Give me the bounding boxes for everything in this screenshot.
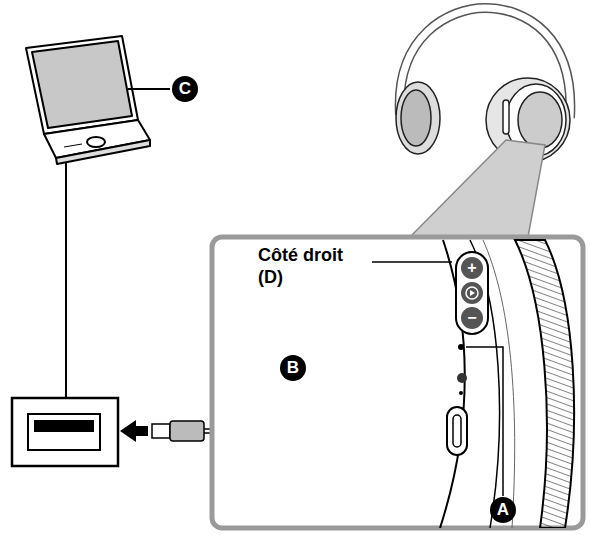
- laptop: [26, 36, 150, 164]
- leader-line: [466, 347, 503, 496]
- callout-number: A: [490, 497, 516, 523]
- button-symbol: +: [464, 260, 480, 276]
- headphones: [396, 8, 570, 162]
- callout-number: B: [280, 355, 306, 381]
- inset-panel: [212, 237, 583, 528]
- leader-line: [372, 261, 452, 263]
- callout-number: C: [172, 76, 198, 102]
- button-symbol: −: [464, 310, 480, 326]
- insert-arrow: [120, 420, 148, 442]
- leader-line: [128, 88, 170, 90]
- computer-cord: [65, 162, 67, 398]
- zoom-wedge: [410, 140, 545, 237]
- side-label: Côté droit (D): [258, 244, 358, 288]
- usb-port: [12, 398, 118, 466]
